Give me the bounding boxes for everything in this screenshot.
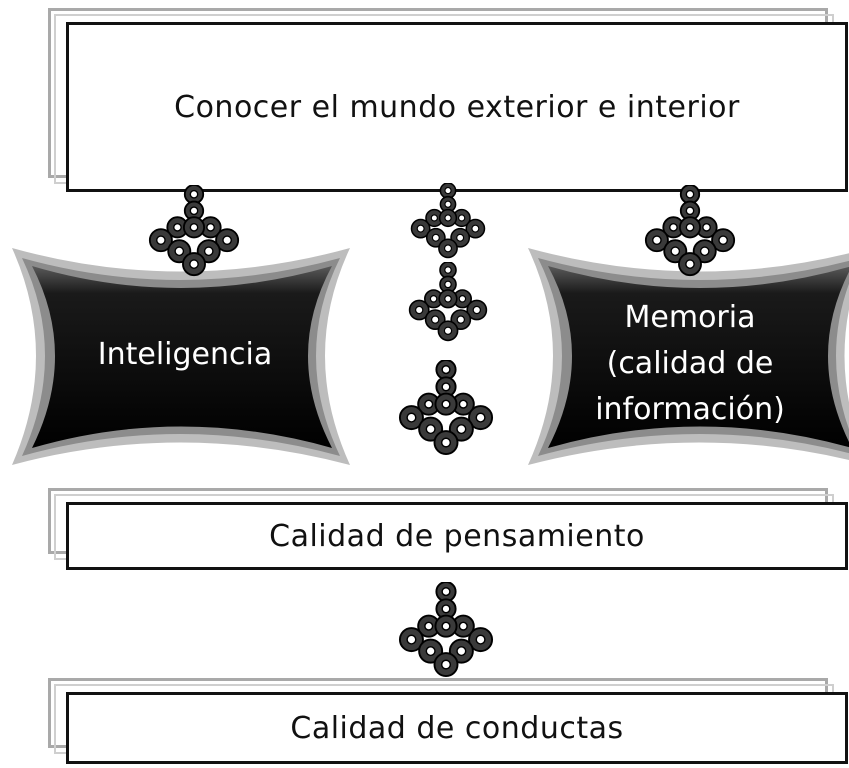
memoria-shape: [528, 248, 849, 465]
middle-box-text: Calidad de pensamiento: [269, 518, 645, 554]
bottom-box-text: Calidad de conductas: [290, 710, 624, 746]
inteligencia-label: Inteligencia: [97, 337, 273, 372]
memoria-line-2: (calidad de: [606, 346, 774, 381]
memoria-label: Memoria (calidad de información): [560, 295, 820, 433]
connector-middle-3-icon: [398, 360, 494, 456]
top-box: Conocer el mundo exterior e interior: [48, 8, 848, 193]
connector-left-icon: [144, 185, 244, 277]
connector-right-icon: [640, 185, 740, 277]
connector-bottom-icon: [398, 582, 494, 678]
connector-middle-1-icon: [410, 183, 486, 259]
top-box-text: Conocer el mundo exterior e interior: [174, 89, 740, 125]
memoria-line-3: información): [595, 392, 785, 427]
middle-box: Calidad de pensamiento: [48, 488, 848, 573]
connector-middle-2-icon: [408, 262, 488, 342]
bottom-box: Calidad de conductas: [48, 678, 848, 768]
inteligencia-shape: [12, 248, 350, 465]
memoria-line-1: Memoria: [624, 300, 756, 335]
